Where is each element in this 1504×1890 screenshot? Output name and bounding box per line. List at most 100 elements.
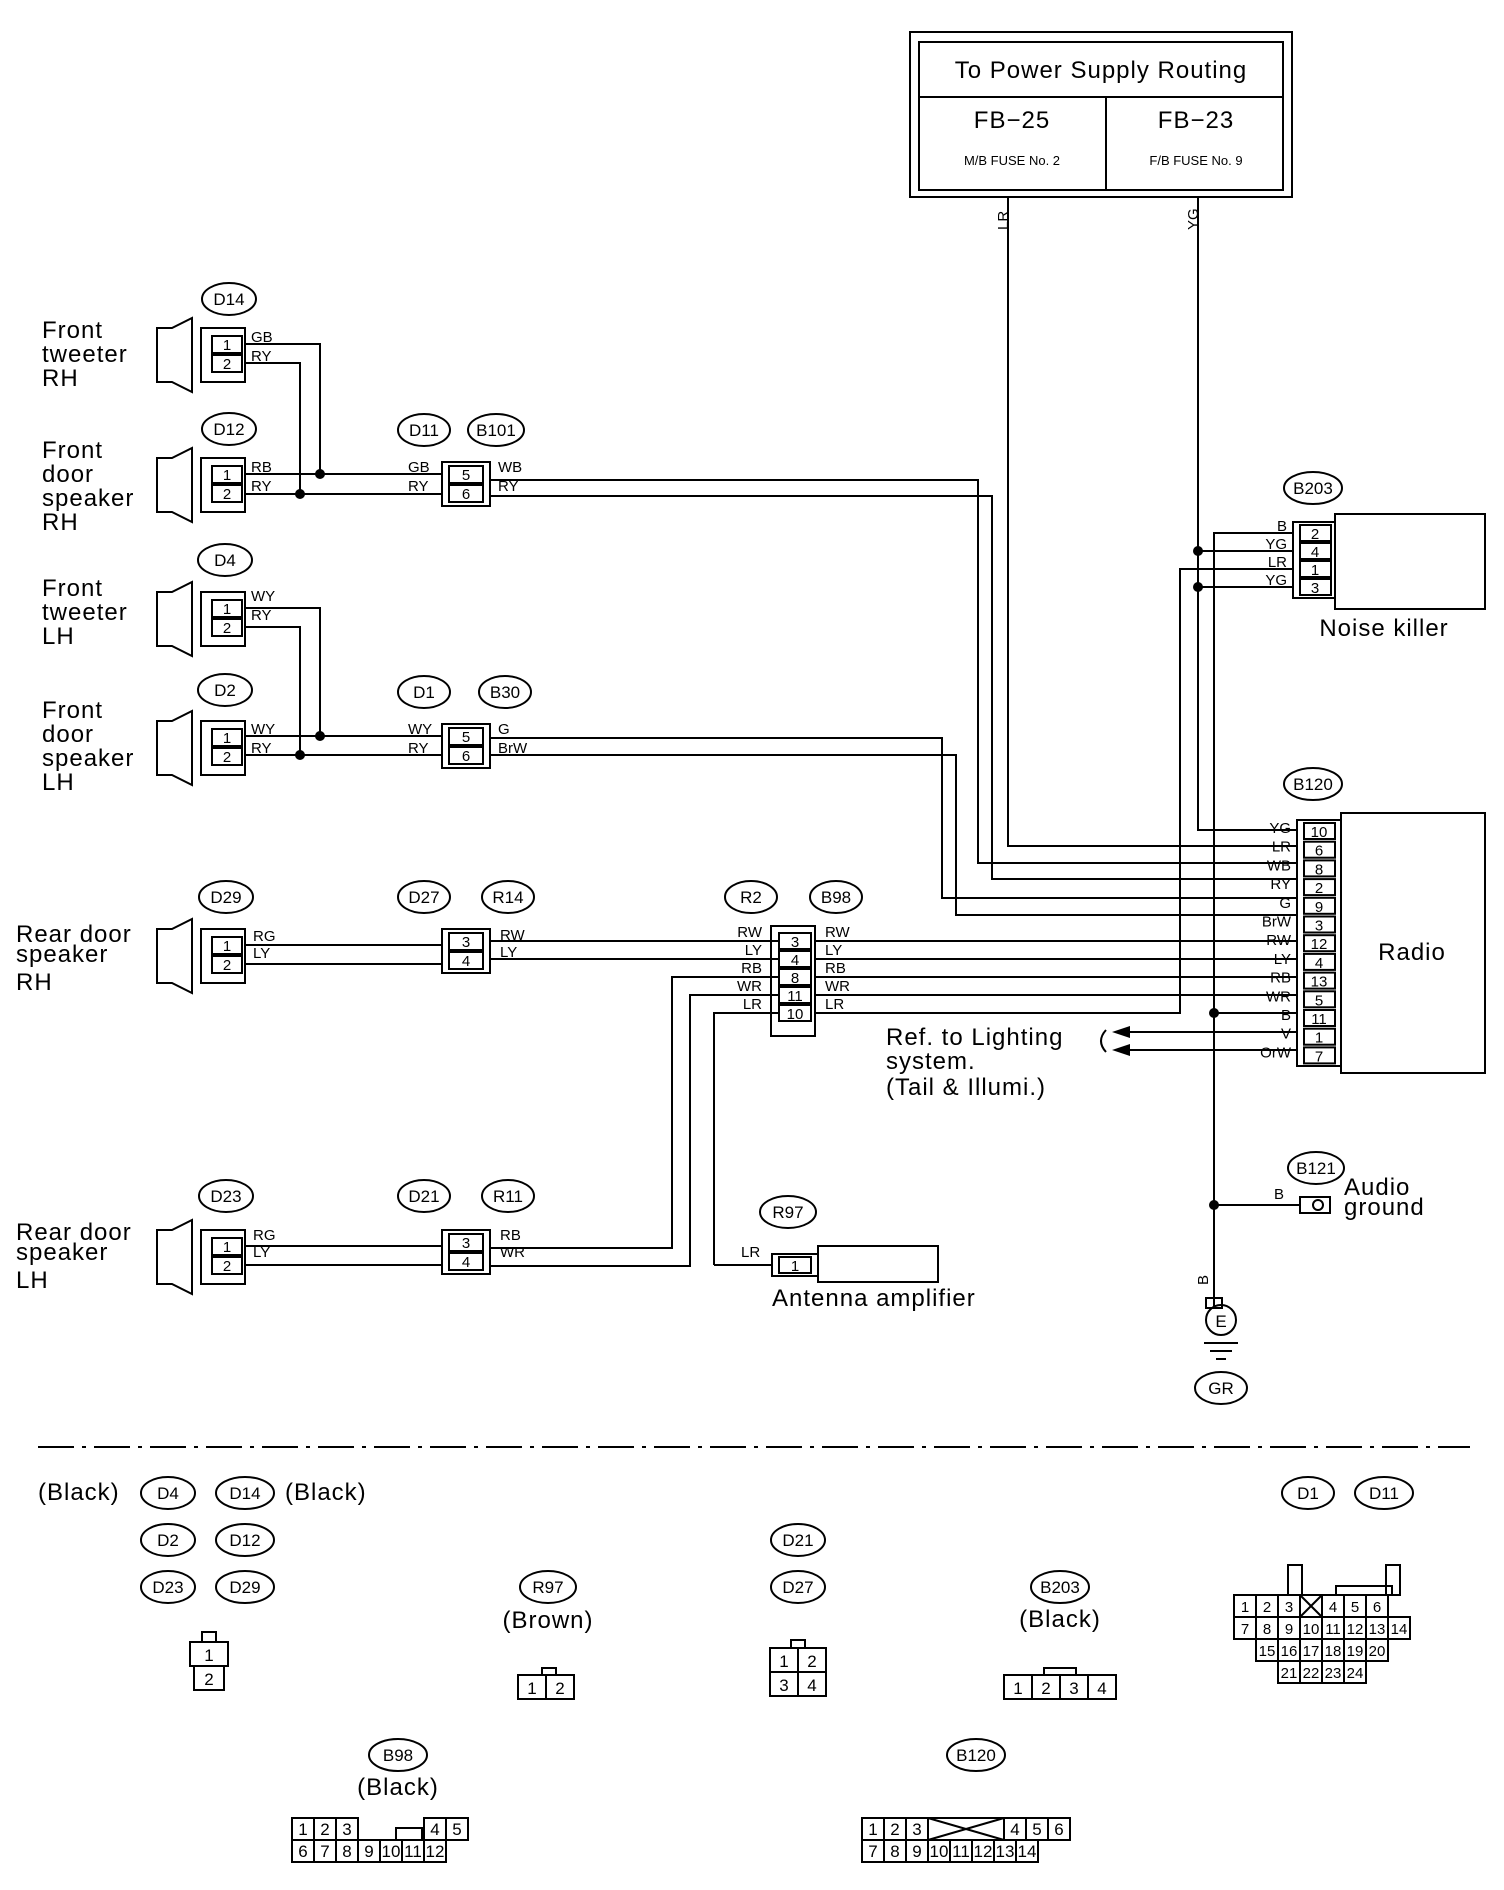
pin: 4	[1311, 544, 1319, 561]
legend-pin-cell	[1015, 1839, 1039, 1863]
legend-pin: 10	[930, 1842, 949, 1861]
legend-pin: 1	[298, 1820, 307, 1839]
speaker-label: RH	[42, 365, 79, 392]
legend-pin-cell	[445, 1817, 469, 1841]
wire-label: LR	[741, 1244, 760, 1261]
legend-pin: 7	[868, 1842, 877, 1861]
radio-wire-label: G	[1279, 895, 1291, 912]
legend-pin: 5	[452, 1820, 461, 1839]
speaker-label: Front	[42, 697, 103, 724]
speaker-rear-door-rh: 1 2 D29 Rear door speaker RH RG LY	[16, 880, 276, 996]
radio-wire-label: V	[1281, 1026, 1291, 1043]
antenna-label: Antenna amplifier	[772, 1285, 976, 1312]
speaker-label: door	[42, 721, 94, 748]
pin: 3	[462, 934, 470, 951]
speaker-label: Front	[42, 437, 103, 464]
legend-pin: 7	[1241, 1621, 1249, 1638]
pin: 5	[462, 729, 470, 746]
legend-pin: 8	[1263, 1621, 1271, 1638]
legend-pin: 6	[1054, 1820, 1063, 1839]
speaker-front-tweeter-lh: 1 2 D4 Front tweeter LH WY RY	[42, 543, 275, 658]
wire-label: WY	[251, 721, 275, 738]
radio: Radio B120 10YG6LR8WB2RY9G3BrW12RW4LY13R…	[1260, 767, 1486, 1074]
power-right-code: FB−23	[1158, 107, 1234, 134]
pin: 4	[807, 1676, 816, 1695]
speaker-label: door	[42, 461, 94, 488]
legend-pin: 21	[1281, 1665, 1298, 1682]
connector-tag: B101	[476, 421, 516, 440]
radio-pin: 11	[1311, 1011, 1327, 1028]
legend-pin: 11	[404, 1842, 422, 1861]
pin: 11	[787, 988, 803, 1005]
radio-wire-label: BrW	[1262, 914, 1292, 931]
speaker-label: speaker	[16, 1239, 108, 1266]
legend-pin-cell	[1387, 1616, 1411, 1640]
radio-pin: 2	[1315, 880, 1323, 897]
pin: 8	[791, 970, 799, 987]
pin: 2	[555, 1679, 564, 1698]
speaker-label: tweeter	[42, 599, 128, 626]
wire-label: B	[1274, 1186, 1284, 1203]
connector-tag: B98	[821, 888, 851, 907]
radio-pin: 10	[1311, 824, 1328, 841]
connector-tag: D29	[229, 1578, 260, 1597]
radio-pin-cell	[1303, 1009, 1336, 1027]
connector-tag: B120	[1293, 775, 1333, 794]
wire-label: WR	[500, 1244, 525, 1261]
pin: 2	[1311, 526, 1319, 543]
wire-label: LY	[745, 942, 762, 959]
connector-tag: D27	[782, 1578, 813, 1597]
pin: 3	[1311, 580, 1319, 597]
legend-pin: 15	[1259, 1643, 1276, 1660]
legend-pin: 3	[342, 1820, 351, 1839]
radio-pin-cell	[1303, 952, 1336, 971]
wire-label: RW	[500, 927, 526, 944]
speaker-label: LH	[42, 769, 75, 796]
legend-pin: 19	[1347, 1643, 1364, 1660]
connector-tag: B203	[1040, 1578, 1080, 1597]
connector-tag: D11	[1369, 1484, 1399, 1503]
legend-pin: 20	[1369, 1643, 1386, 1660]
legend-pin: 9	[364, 1842, 373, 1861]
connector-tag: R14	[492, 888, 523, 907]
radio-pin: 5	[1315, 992, 1323, 1009]
legend-pin: 4	[430, 1820, 439, 1839]
connector-tag: R97	[772, 1203, 803, 1222]
wire-label: GB	[408, 459, 430, 476]
wire-label: LR	[1268, 554, 1287, 571]
legend-pin: 12	[426, 1842, 445, 1861]
connector-tag: R11	[493, 1187, 523, 1206]
pin: 6	[462, 748, 470, 765]
connector-tag: D27	[408, 888, 439, 907]
radio-wire-label: OrW	[1260, 1044, 1292, 1061]
pin: 1	[1311, 562, 1319, 579]
speaker-label: speaker	[42, 485, 134, 512]
legend-pin: 16	[1281, 1643, 1298, 1660]
legend-pin: 10	[1303, 1621, 1320, 1638]
wire-label: B	[1277, 518, 1287, 535]
connector-tag: D11	[409, 421, 439, 440]
legend-pin: 23	[1325, 1665, 1342, 1682]
radio-pin-cell	[1303, 971, 1336, 990]
connector-tag: D23	[210, 1187, 241, 1206]
radio-pin-cell	[1303, 878, 1336, 897]
speaker-label: speaker	[42, 745, 134, 772]
connector-tag: D2	[214, 681, 236, 700]
power-left-code: FB−25	[974, 107, 1050, 134]
radio-pin-cell	[1303, 840, 1336, 859]
connector-tag: D12	[213, 420, 244, 439]
audio-ground: B121 B Audio ground	[1214, 1151, 1424, 1221]
radio-pin-cell	[1303, 1046, 1336, 1065]
legend-color: (Black)	[285, 1479, 367, 1506]
legend-pin: 12	[974, 1842, 993, 1861]
power-yg-wire: YG	[1185, 208, 1202, 230]
connector-tag: B203	[1293, 479, 1333, 498]
pin: 2	[223, 356, 231, 373]
wire-label: LY	[253, 945, 270, 962]
legend-pin: 5	[1032, 1820, 1041, 1839]
wire-label: WR	[825, 978, 850, 995]
speaker-label: Rear door	[16, 1219, 132, 1246]
connector-tag: D2	[157, 1531, 179, 1550]
